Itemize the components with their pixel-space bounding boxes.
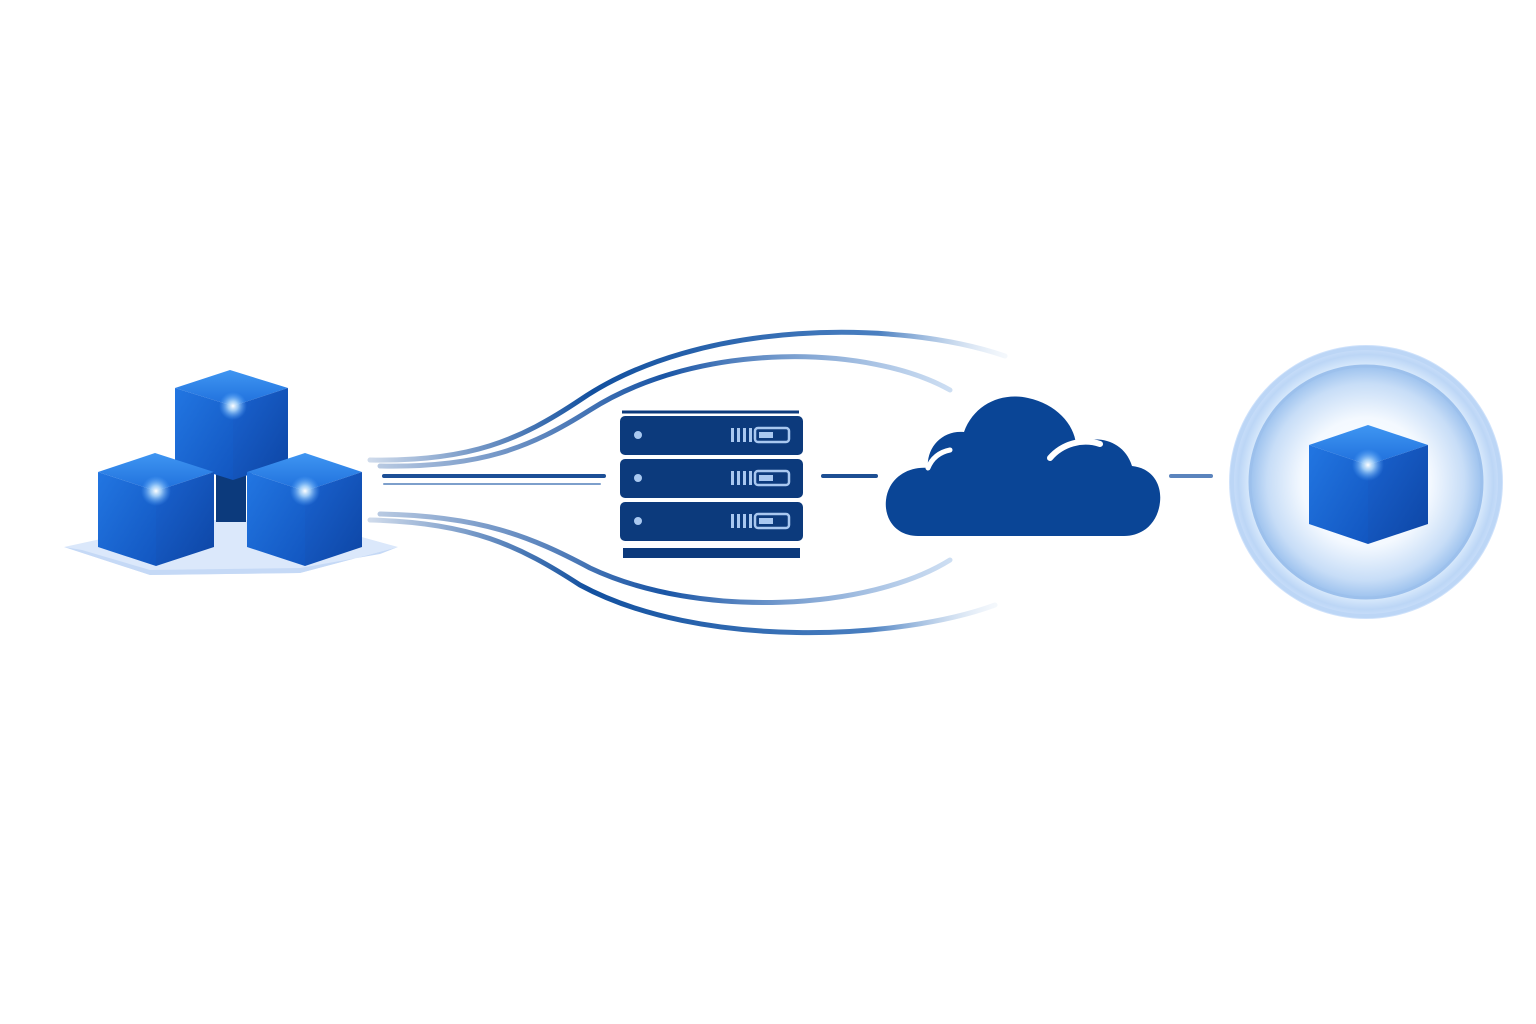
connector-bottom-outer [367, 517, 998, 636]
cluster-platform-shade [64, 547, 398, 575]
cloud-left-highlight [925, 447, 953, 471]
rack-base [623, 548, 800, 558]
single-cube [1309, 425, 1428, 544]
rack-unit-3 [620, 502, 803, 541]
connector-bottom-inner [377, 511, 953, 606]
inner-disc-edge [1248, 364, 1484, 600]
curved-connectors [367, 329, 1008, 636]
cube-cluster-icon [64, 370, 398, 575]
connector-top-inner [377, 354, 953, 469]
cube-right [247, 453, 362, 566]
cube-top [175, 370, 288, 480]
cloud-shape [885, 396, 1161, 536]
connector-top-outer [367, 329, 1008, 463]
rack-unit-1 [620, 416, 803, 455]
glowing-cube-icon [1229, 345, 1503, 619]
server-rack-icon [620, 410, 803, 558]
cloud-lobe-highlight [1047, 438, 1103, 461]
straight-connectors [382, 474, 1213, 485]
ring-edge [1230, 346, 1502, 618]
cloud-icon [885, 396, 1161, 536]
cube-left [98, 453, 214, 566]
rack-unit-2 [620, 459, 803, 498]
